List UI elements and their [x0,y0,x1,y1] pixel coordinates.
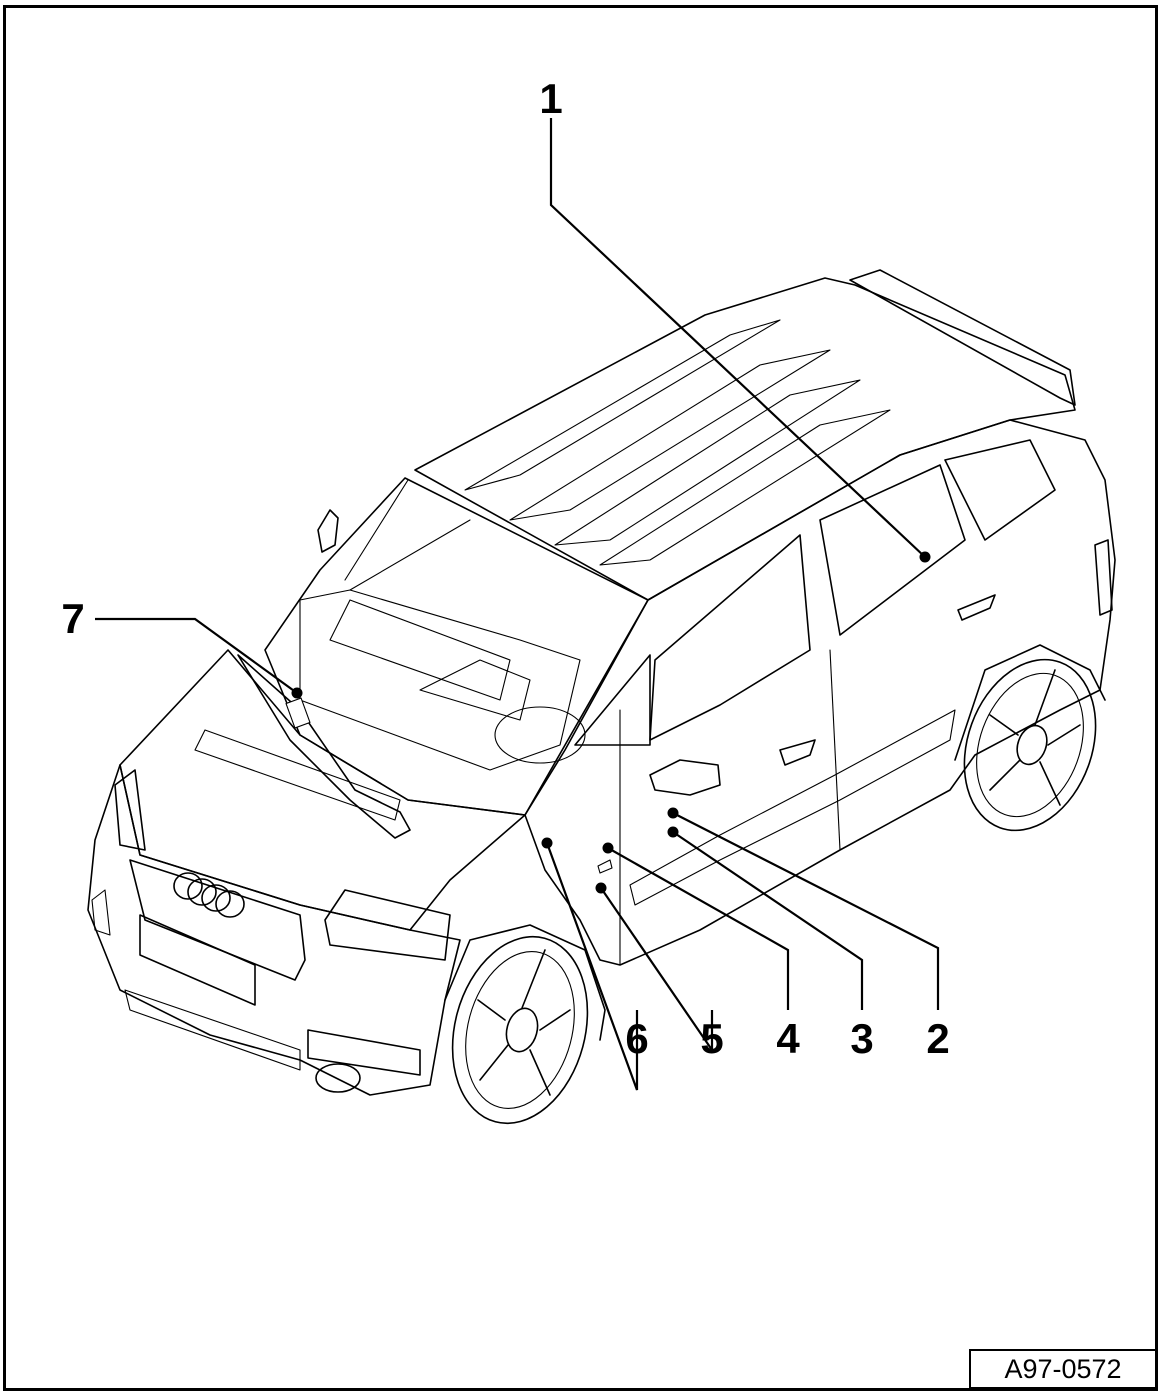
marker-1 [919,551,931,563]
front-wheel [451,935,589,1125]
marker-6 [541,837,553,849]
marker-3 [667,826,679,838]
marker-5 [595,882,607,894]
callout-labels: 1 2 3 4 5 6 7 [61,75,949,1062]
leader-4 [607,847,790,1010]
car-outline [87,269,1116,1125]
marker-4 [602,842,614,854]
audi-emblem-icon [173,872,245,918]
callout-4: 4 [776,1015,800,1062]
drawing-frame [3,5,1158,1391]
leader-3 [672,831,864,1010]
callout-7: 7 [61,595,84,642]
leader-1 [549,118,926,558]
leader-7 [95,617,298,694]
marker-7 [291,687,303,699]
callout-6: 6 [625,1015,648,1062]
marker-2 [667,807,679,819]
callout-2: 2 [926,1015,949,1062]
callout-3: 3 [850,1015,873,1062]
leader-6 [545,842,639,1091]
leader-5 [600,887,714,1054]
callout-1: 1 [539,75,562,122]
callout-5: 5 [700,1015,723,1062]
rear-wheel [963,658,1097,832]
leader-lines [95,118,940,1091]
figure-id-label: A97-0572 [969,1349,1157,1389]
leader-2 [672,812,940,1010]
